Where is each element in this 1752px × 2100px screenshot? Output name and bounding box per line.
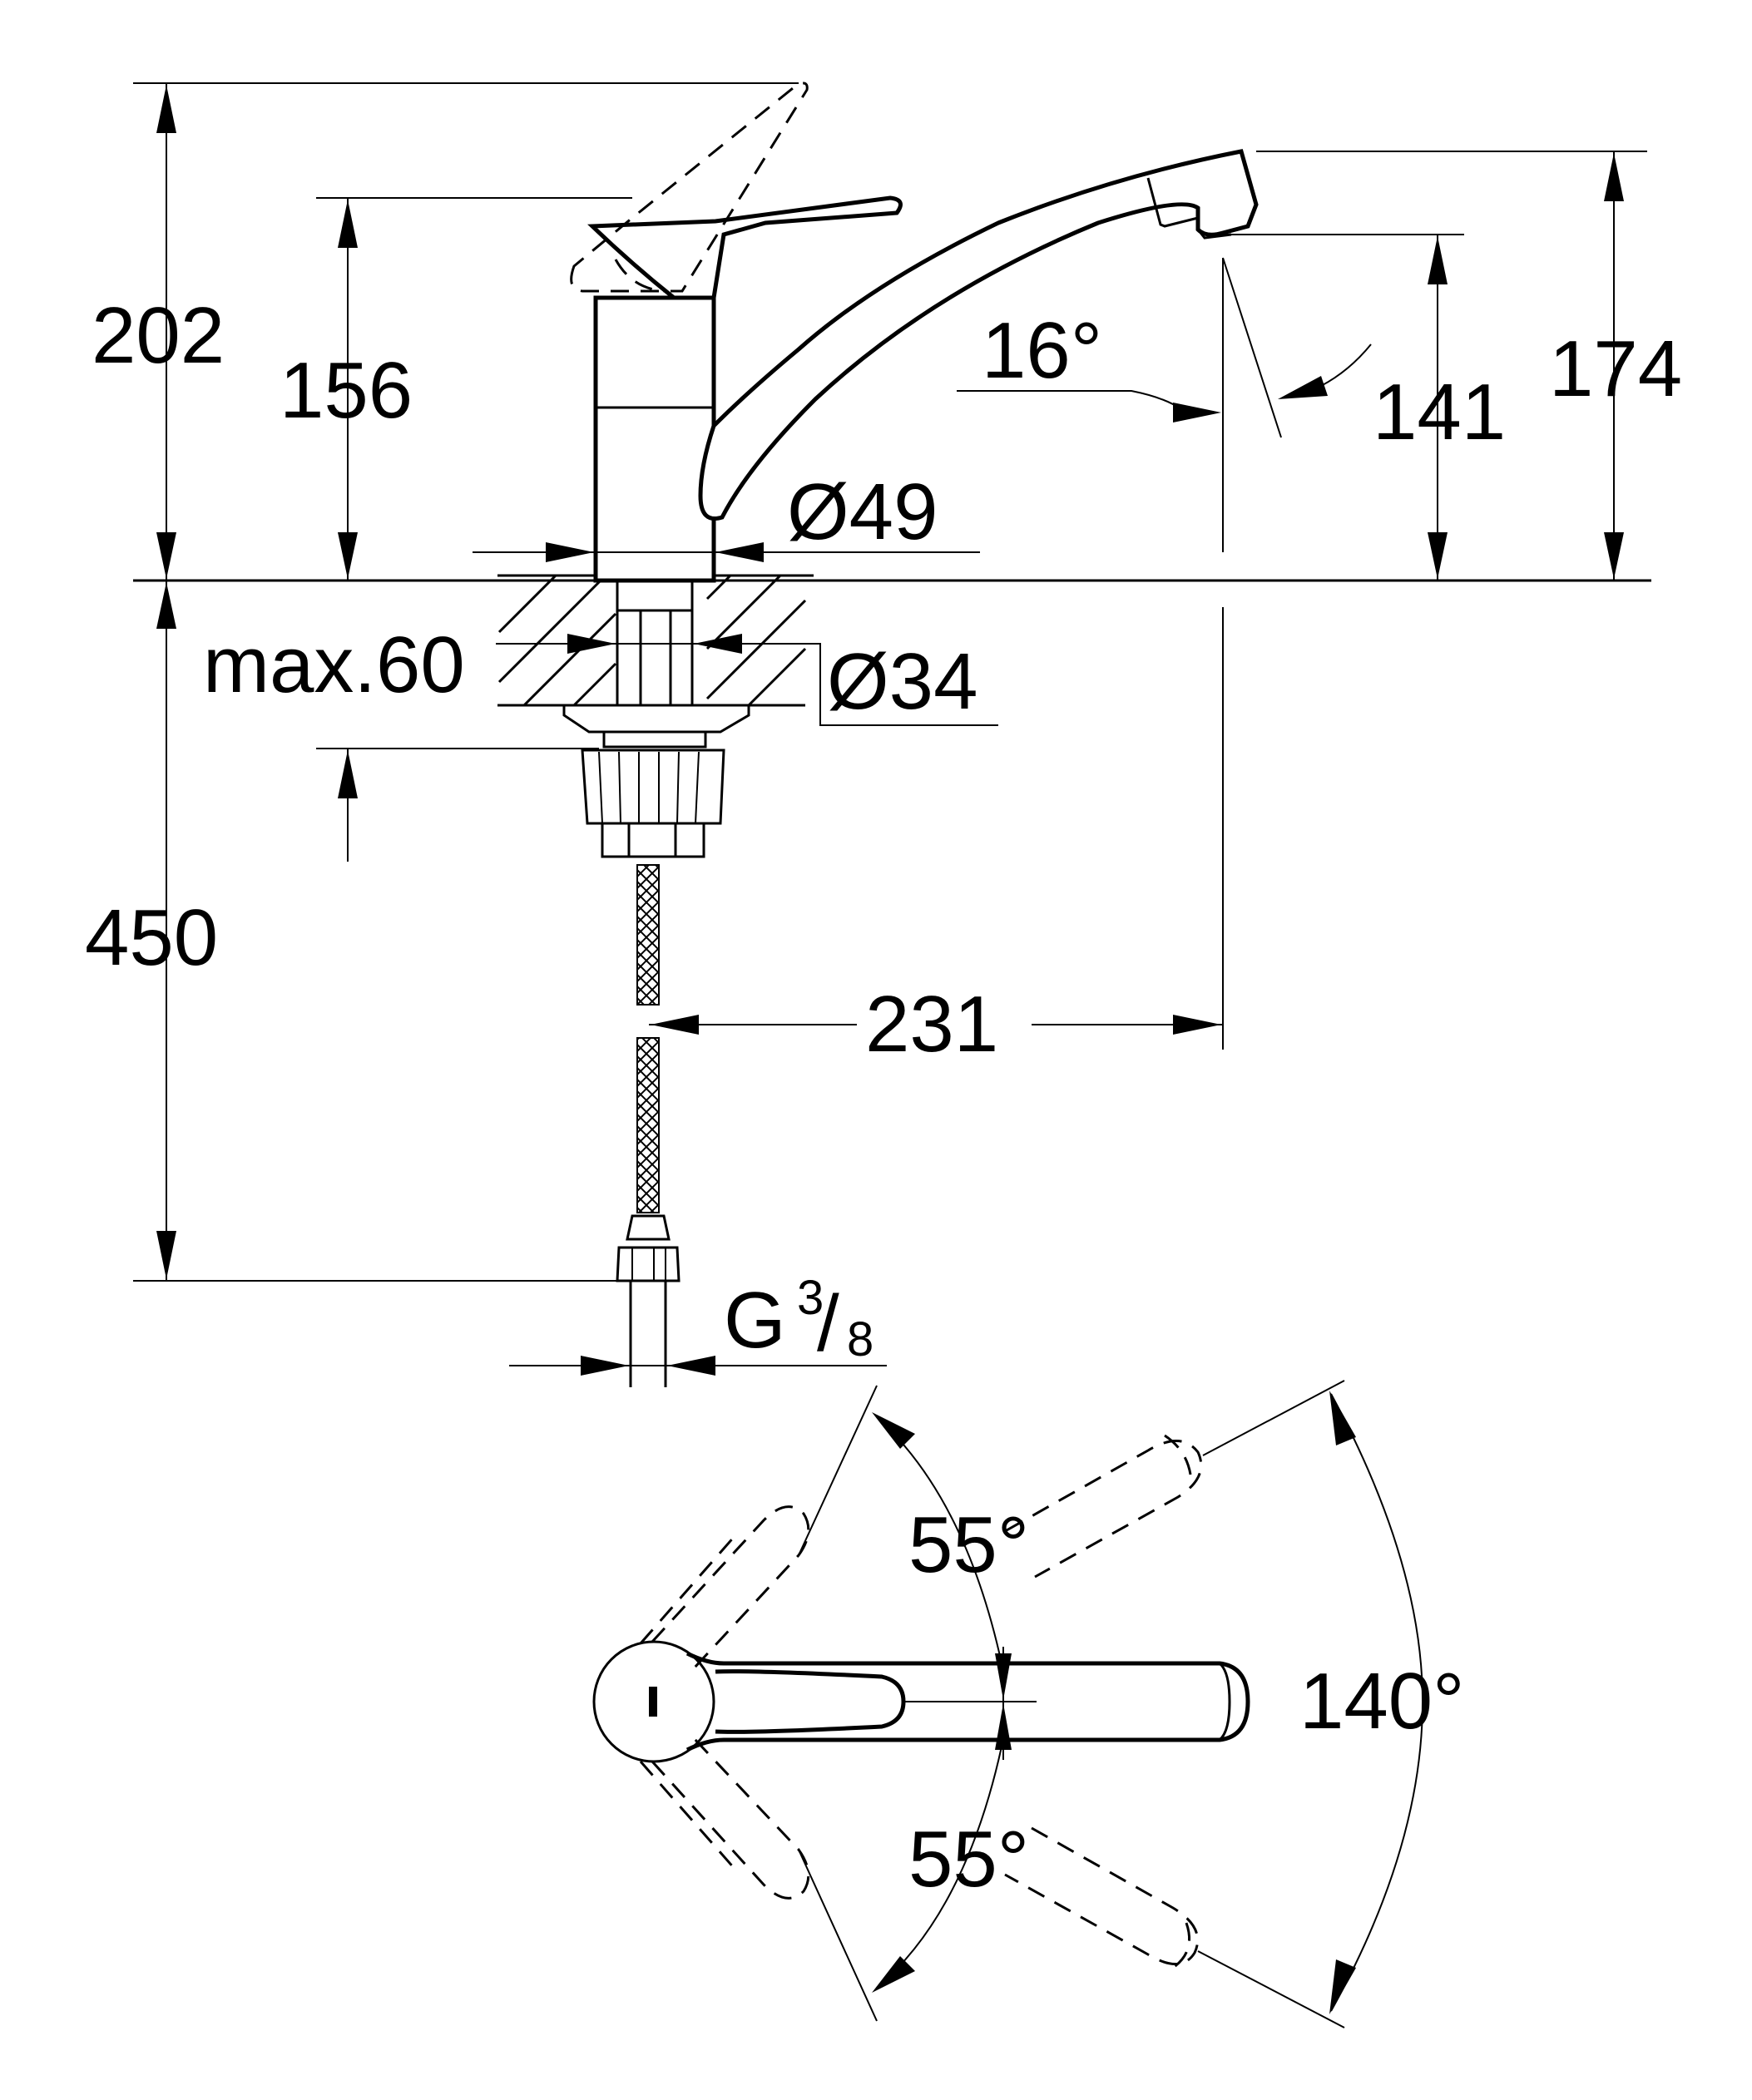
tap-body: [593, 295, 716, 583]
dim-450: 450: [85, 582, 632, 1282]
dim-thread: G 3 / 8: [509, 1271, 887, 1376]
lever-raised-outline: [570, 82, 809, 293]
lever-grip: [715, 1669, 906, 1734]
dim-max60: max.60: [203, 620, 599, 862]
lever-right-lower-outline: [1004, 1826, 1200, 1965]
dim-angle-16-label: 16°: [982, 306, 1102, 395]
dim-dia49-label: Ø49: [787, 467, 938, 556]
dim-231: 231: [649, 607, 1224, 1069]
dim-angle-16: 16°: [957, 257, 1372, 552]
dim-202: 202: [92, 82, 799, 1281]
dim-174: 174: [1256, 151, 1682, 581]
dim-174-label: 174: [1549, 324, 1682, 413]
dim-156-label: 156: [280, 346, 413, 435]
spout: [698, 149, 1259, 521]
mixer-tap-side-view: 202 156 450 max.60 Ø49: [85, 82, 1682, 1387]
dim-thread-num: 3: [797, 1271, 824, 1325]
lever-left-lower-outline: [651, 1737, 810, 1900]
mounting-shank: [562, 579, 750, 858]
mixer-tap-top-view: 55° 55° 140°: [592, 1380, 1465, 2028]
dim-141-label: 141: [1373, 368, 1506, 457]
dim-450-label: 450: [85, 893, 218, 982]
lever-left-upper-outline: [651, 1505, 810, 1670]
dim-max60-label: max.60: [203, 620, 465, 709]
dim-thread-slash: /: [817, 1279, 839, 1368]
angle-total-label: 140°: [1299, 1657, 1465, 1746]
dim-dia34: Ø34: [496, 634, 998, 726]
dim-202-label: 202: [92, 291, 225, 380]
angle-upper-label: 55°: [908, 1500, 1029, 1589]
angle-lower-label: 55°: [908, 1815, 1029, 1904]
dim-thread-den: 8: [847, 1312, 874, 1366]
dim-141: 141: [1223, 234, 1506, 581]
dim-156: 156: [280, 197, 632, 581]
lever: [587, 195, 903, 300]
aerator-mark: [649, 1687, 657, 1717]
fixing-nut: [581, 749, 725, 825]
lever-right-upper-outline: [1006, 1440, 1203, 1579]
dim-231-label: 231: [865, 980, 998, 1069]
dim-dia34-label: Ø34: [827, 637, 977, 726]
lever-centre: [685, 1651, 1250, 1752]
dim-thread-g: G: [724, 1276, 786, 1365]
countertop-section: [497, 574, 814, 707]
flexible-hose: [616, 864, 681, 1387]
dim-dia49: Ø49: [473, 467, 980, 562]
